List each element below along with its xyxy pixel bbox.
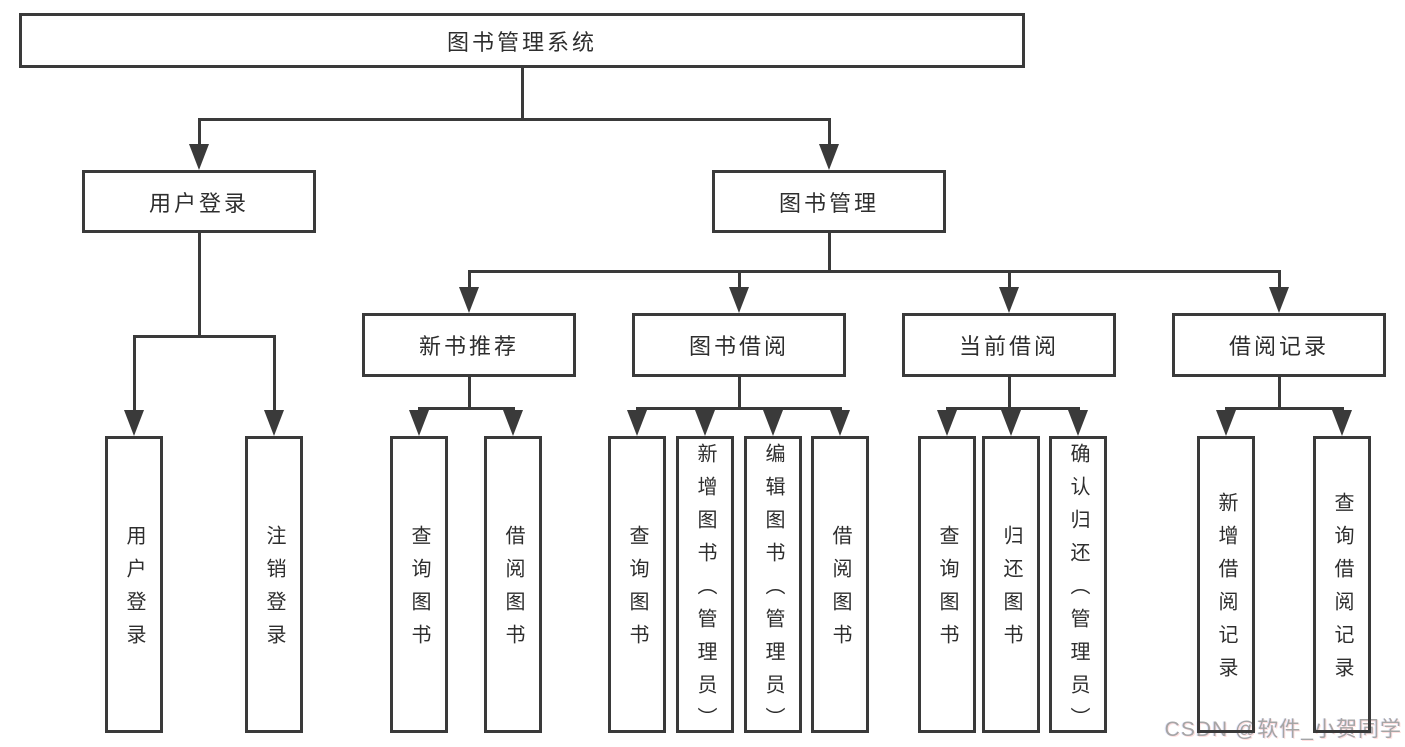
connector-line xyxy=(197,233,201,338)
arrow-down-icon xyxy=(999,287,1019,313)
connector-line xyxy=(827,118,831,148)
leaf-label: 查询借阅记录 xyxy=(1331,492,1353,690)
leaf-query-books-recommend: 查询图书 xyxy=(390,436,448,733)
leaf-label: 借阅图书 xyxy=(829,525,851,657)
leaf-label: 注销登录 xyxy=(263,525,285,657)
node-label: 新书推荐 xyxy=(418,334,519,359)
leaf-logout: 注销登录 xyxy=(245,436,303,733)
connector-line xyxy=(520,68,524,121)
node-new-book-recommendation: 新书推荐 xyxy=(362,313,576,377)
leaf-label: 新增图书（管理员） xyxy=(694,442,716,740)
node-label: 用户登录 xyxy=(148,190,249,216)
node-library-management-system: 图书管理系统 xyxy=(19,13,1025,68)
node-label: 图书借阅 xyxy=(688,334,789,359)
node-user-login: 用户登录 xyxy=(82,170,316,233)
arrow-down-icon xyxy=(1216,410,1236,436)
leaf-borrow-books: 借阅图书 xyxy=(811,436,869,733)
leaf-label: 查询图书 xyxy=(936,525,958,657)
leaf-return-book: 归还图书 xyxy=(982,436,1040,733)
leaf-borrow-books-recommend: 借阅图书 xyxy=(484,436,542,733)
node-book-borrowing: 图书借阅 xyxy=(632,313,846,377)
arrow-down-icon xyxy=(1068,410,1088,436)
connector-line xyxy=(467,270,1281,273)
leaf-label: 查询图书 xyxy=(626,525,648,657)
leaf-label: 用户登录 xyxy=(123,525,145,657)
leaf-user-login: 用户登录 xyxy=(105,436,163,733)
leaf-label: 查询图书 xyxy=(408,525,430,657)
leaf-confirm-return-admin: 确认归还（管理员） xyxy=(1049,436,1107,740)
connector-line xyxy=(1224,407,1344,410)
arrow-down-icon xyxy=(729,287,749,313)
connector-line xyxy=(1007,377,1011,410)
node-book-management: 图书管理 xyxy=(712,170,946,233)
arrow-down-icon xyxy=(819,144,839,170)
connector-line xyxy=(737,377,741,410)
connector-line xyxy=(827,233,831,273)
connector-line xyxy=(132,335,136,414)
leaf-add-borrow-record: 新增借阅记录 xyxy=(1197,436,1255,733)
node-current-borrowing: 当前借阅 xyxy=(902,313,1116,377)
connector-line xyxy=(1277,377,1281,410)
node-label: 图书管理 xyxy=(778,190,879,216)
arrow-down-icon xyxy=(409,410,429,436)
connector-line xyxy=(1007,270,1011,291)
arrow-down-icon xyxy=(1332,410,1352,436)
leaf-label: 确认归还（管理员） xyxy=(1067,442,1089,740)
leaf-query-borrow-record: 查询借阅记录 xyxy=(1313,436,1371,733)
connector-line xyxy=(272,335,276,414)
arrow-down-icon xyxy=(124,410,144,436)
leaf-query-books-borrow: 查询图书 xyxy=(608,436,666,733)
node-label: 借阅记录 xyxy=(1228,334,1329,359)
arrow-down-icon xyxy=(627,410,647,436)
arrow-down-icon xyxy=(459,287,479,313)
arrow-down-icon xyxy=(1001,410,1021,436)
arrow-down-icon xyxy=(695,410,715,436)
connector-line xyxy=(197,118,831,121)
arrow-down-icon xyxy=(1269,287,1289,313)
connector-line xyxy=(635,407,842,410)
leaf-edit-book-admin: 编辑图书（管理员） xyxy=(744,436,802,740)
node-label: 当前借阅 xyxy=(958,334,1059,359)
leaf-add-book-admin: 新增图书（管理员） xyxy=(676,436,734,740)
connector-line xyxy=(132,335,276,338)
connector-line xyxy=(467,270,471,291)
leaf-label: 归还图书 xyxy=(1000,525,1022,657)
arrow-down-icon xyxy=(937,410,957,436)
connector-line xyxy=(1277,270,1281,291)
arrow-down-icon xyxy=(830,410,850,436)
leaf-query-books-current: 查询图书 xyxy=(918,436,976,733)
arrow-down-icon xyxy=(763,410,783,436)
leaf-label: 借阅图书 xyxy=(502,525,524,657)
arrow-down-icon xyxy=(189,144,209,170)
node-borrowing-records: 借阅记录 xyxy=(1172,313,1386,377)
leaf-label: 新增借阅记录 xyxy=(1215,492,1237,690)
connector-line xyxy=(737,270,741,291)
connector-line xyxy=(467,377,471,410)
connector-line xyxy=(945,407,1080,410)
connector-line xyxy=(417,407,515,410)
arrow-down-icon xyxy=(264,410,284,436)
csdn-watermark: CSDN @软件_小贺同学 xyxy=(1164,718,1402,741)
connector-line xyxy=(197,118,201,148)
leaf-label: 编辑图书（管理员） xyxy=(762,442,784,740)
arrow-down-icon xyxy=(503,410,523,436)
node-label: 图书管理系统 xyxy=(446,29,597,55)
